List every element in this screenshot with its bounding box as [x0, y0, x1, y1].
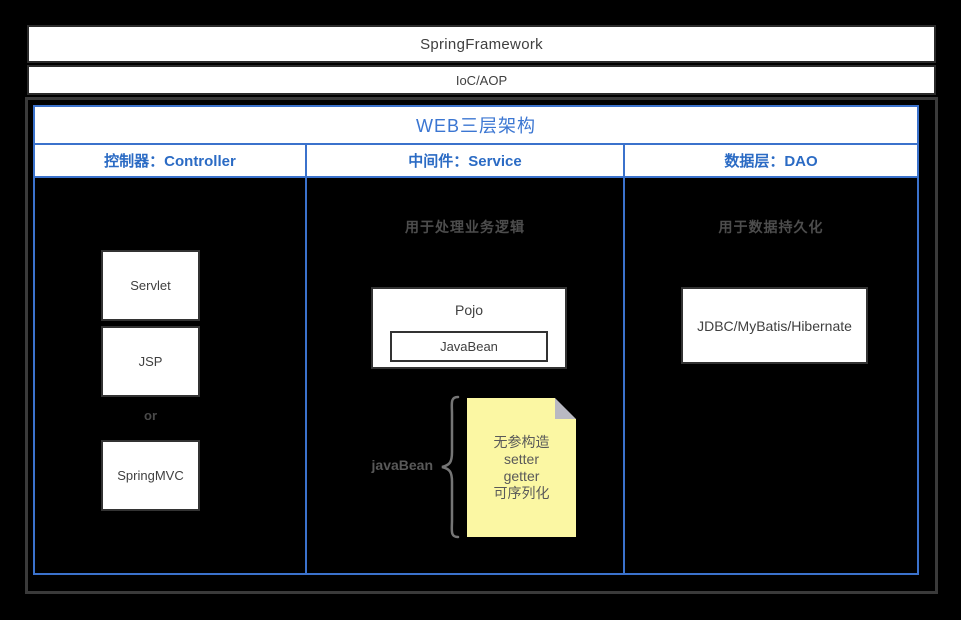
or-label: or	[144, 408, 157, 423]
web-three-tier-table: WEB三层架构 控制器：Controller 中间件：Service 数据层：D…	[33, 105, 919, 575]
jdbc-label: JDBC/MyBatis/Hibernate	[697, 317, 852, 334]
sticky-note-line: setter	[503, 450, 539, 467]
sticky-note-line: 可序列化	[493, 484, 550, 501]
springframework-label: SpringFramework	[420, 35, 543, 53]
servlet-label: Servlet	[130, 278, 171, 293]
controller-column: Servlet JSP or SpringMVC	[35, 178, 307, 573]
pojo-box: Pojo JavaBean	[371, 287, 567, 369]
jsp-label: JSP	[138, 354, 163, 369]
ioc-aop-bar: IoC/AOP	[27, 65, 936, 95]
column-header-controller: 控制器：Controller	[35, 145, 307, 178]
pojo-label: Pojo	[454, 302, 484, 318]
ioc-aop-label: IoC/AOP	[455, 72, 508, 88]
column-header-service: 中间件：Service	[307, 145, 625, 178]
table-title: WEB三层架构	[35, 107, 917, 145]
sticky-note-line: 无参构造	[493, 433, 550, 450]
springmvc-label: SpringMVC	[117, 468, 184, 483]
jsp-box: JSP	[101, 326, 200, 397]
column-header-dao: 数据层：DAO	[625, 145, 917, 178]
jdbc-box: JDBC/MyBatis/Hibernate	[681, 287, 868, 364]
springframework-bar: SpringFramework	[27, 25, 936, 63]
service-purpose-label: 用于处理业务逻辑	[405, 219, 525, 235]
sticky-note-line: getter	[503, 467, 540, 484]
dao-purpose-label: 用于数据持久化	[718, 219, 824, 235]
javabean-box: JavaBean	[390, 331, 548, 362]
springmvc-box: SpringMVC	[101, 440, 200, 511]
javabean-brace-label: javaBean	[371, 457, 433, 473]
sticky-note: 无参构造 setter getter 可序列化	[467, 398, 576, 537]
service-column: 用于处理业务逻辑 Pojo JavaBean javaBean 无参构造 set…	[307, 178, 625, 573]
brace-icon	[441, 395, 460, 539]
servlet-box: Servlet	[101, 250, 200, 321]
dao-column: 用于数据持久化 JDBC/MyBatis/Hibernate	[625, 178, 917, 573]
